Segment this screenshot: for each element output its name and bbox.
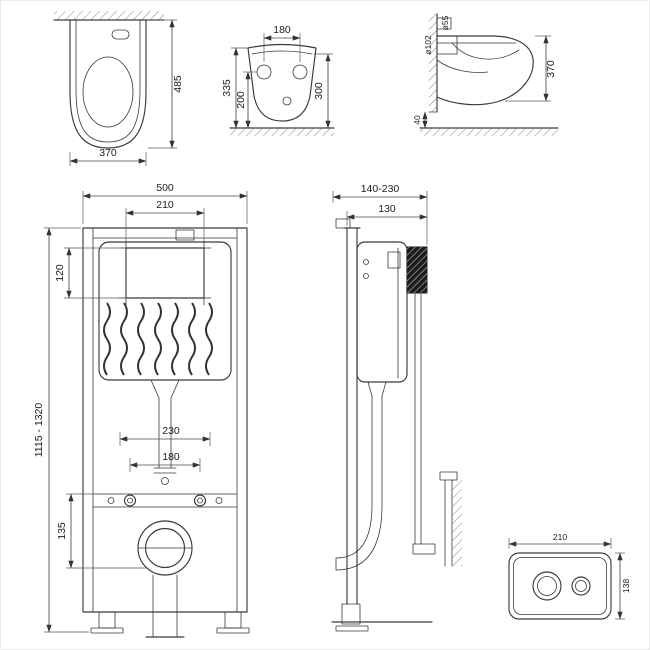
lower-bracket <box>412 543 436 555</box>
wall-hatch <box>429 14 437 112</box>
side-foot <box>341 603 361 625</box>
dim-frame-depth-label: 130 <box>378 203 396 215</box>
dim-drain-pipe-label: ø102 <box>423 35 433 55</box>
cistern-detail-hole-2 <box>363 273 369 279</box>
dim-span-outer-label: 230 <box>162 425 180 437</box>
side-foot-plate <box>335 625 369 632</box>
dim-frame-height-range: 1115 - 1320 <box>33 227 89 633</box>
toilet-side-view: ø55 ø102 370 40 <box>412 13 559 136</box>
dim-opening-height-label: 120 <box>54 264 66 282</box>
dim-toilet-height: 485 <box>148 19 184 149</box>
rim-line <box>251 50 313 55</box>
body-curve <box>436 59 489 73</box>
mount-hole-right <box>292 64 308 80</box>
small-button-inner <box>575 580 587 592</box>
dim-toilet-height-label: 485 <box>172 75 184 93</box>
dim-height-holes-label: 200 <box>235 91 247 109</box>
dim-flush-pipe-label: ø55 <box>440 15 450 30</box>
dim-toilet-width: 370 <box>69 147 147 166</box>
dim-depth-range-label: 140-230 <box>361 183 400 195</box>
frame-outer <box>82 227 248 613</box>
bowl-ellipse <box>82 56 134 128</box>
toilet-inner-outline <box>75 19 141 143</box>
toilet-outline <box>69 19 147 149</box>
cistern-profile <box>356 241 408 383</box>
dim-height-holes: 200 <box>235 71 257 129</box>
dim-span-outer: 230 <box>119 425 211 446</box>
frame-side-view: 140-230 130 <box>331 183 462 632</box>
floor-hatch <box>420 128 558 136</box>
flush-pipe-side <box>335 381 387 571</box>
dim-depth-label: 370 <box>545 60 557 78</box>
fixing-bolts <box>107 494 223 507</box>
plate-outline <box>508 552 612 620</box>
mount-hole-left <box>256 64 272 80</box>
flush-button <box>111 29 130 40</box>
dim-span-inner: 180 <box>129 451 201 472</box>
toilet-profile-outline <box>436 35 534 106</box>
dim-floor-gap-label: 40 <box>412 115 422 125</box>
frame-front-view: 500 210 120 1115 - 1320 230 <box>33 182 250 638</box>
dim-opening-width: 210 <box>125 199 205 246</box>
dim-frame-width: 500 <box>82 182 248 224</box>
dim-frame-height-range-label: 1115 - 1320 <box>33 403 45 458</box>
dim-plate-height: 138 <box>615 552 631 620</box>
dim-outlet-offset-label: 135 <box>56 522 68 540</box>
wall-anchor-bar <box>439 471 462 567</box>
toilet-front-view: 180 335 200 300 <box>221 24 335 136</box>
flush-pipe-stub <box>436 17 452 30</box>
flush-pipe <box>150 379 180 485</box>
dim-height-rim: 300 <box>313 53 333 129</box>
plate-inner <box>513 557 607 615</box>
dim-height-total: 335 <box>221 47 248 129</box>
dim-depth: 370 <box>505 35 557 102</box>
drain-channel <box>145 574 185 638</box>
toilet-front-outline <box>247 43 317 122</box>
dim-plate-width-label: 210 <box>553 532 567 542</box>
dim-floor-gap: 40 <box>412 111 428 129</box>
opening-corner-marks <box>118 240 212 306</box>
flush-plate-view: 210 138 <box>508 532 631 620</box>
dim-plate-width: 210 <box>508 532 612 549</box>
dim-plate-height-label: 138 <box>621 579 631 593</box>
big-button-ring <box>532 571 562 601</box>
dim-height-rim-label: 300 <box>313 82 325 100</box>
dim-toilet-width-label: 370 <box>99 147 117 159</box>
dim-hole-spacing-label: 180 <box>273 24 291 36</box>
water-inlet <box>335 218 351 229</box>
toilet-top-view: 485 370 <box>53 11 184 166</box>
floor-hatch <box>230 128 334 136</box>
insulation-waves <box>103 302 213 376</box>
cistern-valve <box>387 251 401 269</box>
dim-hole-spacing: 180 <box>263 24 301 62</box>
wall-bracket-block <box>406 246 428 294</box>
dim-frame-width-label: 500 <box>156 182 174 194</box>
dim-height-total-label: 335 <box>221 79 233 97</box>
big-button-inner <box>537 576 557 596</box>
inspection-opening <box>125 247 205 299</box>
frame-feet <box>90 611 250 634</box>
top-fitting <box>175 229 195 241</box>
waste-outlet <box>137 520 193 576</box>
dim-span-inner-label: 180 <box>162 451 180 463</box>
drain-hole <box>282 96 292 106</box>
bowl-curve <box>451 42 520 60</box>
dim-opening-height: 120 <box>54 247 124 299</box>
wall-hatch <box>54 11 164 20</box>
cistern-outline <box>98 241 232 381</box>
small-button-ring <box>571 576 591 596</box>
dim-outlet-offset: 135 <box>56 493 147 569</box>
dim-frame-depth: 130 <box>346 203 428 226</box>
cistern-detail-hole-1 <box>363 259 369 265</box>
dim-opening-width-label: 210 <box>156 199 174 211</box>
